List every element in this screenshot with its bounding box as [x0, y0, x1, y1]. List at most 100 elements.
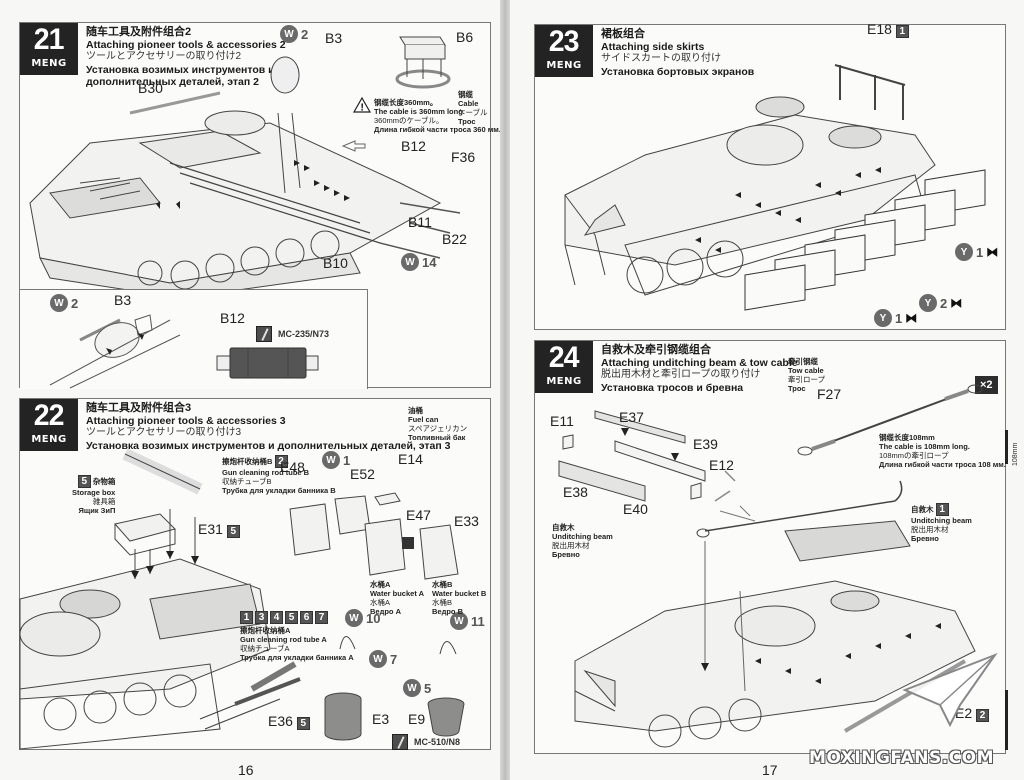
- title-jp: サイドスカートの取り付け: [601, 53, 721, 64]
- step-21-inset: W 2 B3 B12 MC-235/N73: [20, 289, 368, 389]
- wire-count: 5: [424, 680, 432, 696]
- unditching-beam-parts-drawing: [558, 410, 706, 502]
- wire-count: 10: [366, 610, 381, 626]
- rod-tube-a-cn: 擦炮杆收纳桶A: [240, 626, 291, 635]
- glue-count: 2: [940, 295, 948, 311]
- title-en: Attaching unditching beam & tow cable: [601, 356, 798, 369]
- rod-tube-a-jp: 収納チューブA: [240, 644, 290, 653]
- title-cn: 随车工具及附件组合2: [86, 26, 192, 38]
- tank-drawing-step24: [574, 470, 976, 748]
- beam-en: Unditching beam: [911, 516, 972, 525]
- paint-reference: MC-510/N8: [392, 734, 460, 750]
- paint-brush-icon: [256, 326, 272, 342]
- bucket-b-cn: 水桶B: [432, 580, 453, 589]
- step-21-title: 随车工具及附件组合2 Attaching pioneer tools & acc…: [86, 26, 286, 89]
- wire-icon: W: [345, 609, 363, 627]
- e31-text: E31: [198, 521, 223, 537]
- cut-icon: ⧓: [950, 296, 963, 310]
- meng-logo: MENG: [546, 60, 582, 71]
- step-23-title: 裙板组合 Attaching side skirts サイドスカートの取り付け …: [601, 28, 754, 78]
- glue-count: 1: [895, 310, 903, 326]
- cut-icon: ⧓: [986, 245, 999, 259]
- wire-badge-w1: W 1: [322, 451, 350, 469]
- step-24-badge: 24 MENG: [535, 341, 593, 393]
- step-number: 23: [549, 25, 580, 58]
- rod-tube-a-en: Gun cleaning rod tube A: [240, 635, 327, 644]
- warning-cn: 钢缆长度360mm。: [374, 98, 438, 107]
- paint-reference: MC-235/N73: [256, 326, 329, 342]
- part-label-e31: E31 5: [198, 521, 240, 538]
- tow-cable-drawing: [797, 384, 983, 456]
- cable-length-ruler-bottom: [1005, 690, 1008, 750]
- meng-logo: MENG: [546, 376, 582, 387]
- storage-box-jp: 雑具箱: [92, 497, 116, 506]
- part-label-b30: B30: [138, 80, 163, 96]
- fuel-can-note: 油桶 Fuel can スペアジェリカン Топливный бак: [408, 406, 467, 442]
- wire-badge-w7: W 7: [369, 650, 397, 668]
- bucket-b-ru: Ведро B: [432, 607, 464, 616]
- meng-logo: MENG: [31, 58, 67, 69]
- title-ru-2: дополнительных деталей, этап 2: [86, 76, 259, 88]
- title-en: Attaching pioneer tools & accessories 2: [86, 38, 286, 51]
- glue-icon: Y: [874, 309, 892, 327]
- bucket-b-note: 水桶B Water bucket B 水桶B Ведро B: [432, 580, 486, 616]
- title-ru: Установка возимых инструментов и дополни…: [86, 439, 451, 452]
- part-label-f27: F27: [817, 386, 842, 402]
- wire-count: 2: [301, 26, 309, 42]
- part-label-b6: B6: [456, 29, 474, 45]
- wire-icon: W: [50, 294, 68, 312]
- part-label-b12: B12: [401, 138, 426, 154]
- wire-badge-w14: W 14: [401, 253, 436, 271]
- part-label-e14: E14: [398, 451, 423, 467]
- b12-roll-drawing: [216, 347, 319, 379]
- glue-icon: Y: [955, 243, 973, 261]
- wire-icon: W: [450, 612, 468, 630]
- step-23-badge: 23 MENG: [535, 25, 593, 77]
- part-label-e18: E18 1: [867, 21, 909, 38]
- page-17: 23 MENG 裙板组合 Attaching side skirts サイドスカ…: [510, 0, 1024, 780]
- wire-count: 7: [390, 651, 398, 667]
- warning-jp: 360mmのケーブル。: [374, 116, 444, 125]
- beam-jp: 脱出用木材: [552, 541, 590, 550]
- fuel-can-en: Fuel can: [408, 415, 439, 424]
- tow-cable-length-note: 钢缆长度108mm The cable is 108mm long. 108mm…: [879, 433, 1006, 469]
- fuel-can-jp: スペアジェリカン: [408, 424, 468, 433]
- step-ref: 1: [240, 611, 253, 624]
- part-label-b12-inset: B12: [220, 310, 245, 326]
- wire-icon: W: [322, 451, 340, 469]
- tow-cable-cn: 牵引钢缆: [788, 357, 818, 366]
- step-22-title: 随车工具及附件组合3 Attaching pioneer tools & acc…: [86, 402, 451, 452]
- wire-badge-w2: W 2: [280, 25, 308, 43]
- warning-icon: !: [352, 96, 372, 114]
- warning-en: The cable is 360mm long.: [374, 107, 465, 116]
- beam-en: Unditching beam: [552, 532, 613, 541]
- part-label-e40: E40: [623, 501, 648, 517]
- title-cn: 自救木及牵引钢缆组合: [601, 344, 711, 356]
- inset-hatch-drawing: [49, 314, 181, 389]
- cable-note: 钢缆 Cable ケーブル Трос: [458, 90, 488, 126]
- paper-plane-logo-icon: [902, 652, 998, 728]
- part-label-b3: B3: [325, 30, 343, 46]
- step-ref-1: 1: [935, 503, 949, 516]
- rod-tube-b-jp: 収納チューブB: [222, 477, 272, 486]
- bucket-a-note: 水桶A Water bucket A 水桶A Ведро A: [370, 580, 424, 616]
- title-en: Attaching pioneer tools & accessories 3: [86, 414, 286, 427]
- part-label-b22: B22: [442, 231, 467, 247]
- step-ref-2: 2: [274, 455, 288, 468]
- part-label-f36: F36: [451, 149, 476, 165]
- rod-tube-b-note: 擦炮杆收纳桶B 2 Gun cleaning rod tube B 収納チューブ…: [222, 455, 336, 495]
- tow-cable-en: Tow cable: [788, 366, 824, 375]
- wire-icon: W: [369, 650, 387, 668]
- beam-ru: Бревно: [911, 534, 939, 543]
- part-label-e39: E39: [693, 436, 718, 452]
- title-ru: Установка тросов и бревна: [601, 381, 744, 394]
- beam-cn: 自救木: [552, 523, 575, 532]
- step-23-panel: 23 MENG 裙板组合 Attaching side skirts サイドスカ…: [534, 21, 1006, 330]
- part-label-e33: E33: [454, 513, 479, 529]
- step-21-badge: 21 MENG: [20, 23, 78, 75]
- warning-ru: Длина гибкой части троса 360 мм.: [374, 125, 501, 134]
- glue-badge-y1-top: Y 1 ⧓: [955, 243, 998, 261]
- part-label-e2: E2 2: [955, 705, 990, 722]
- step-24-title: 自救木及牵引钢缆组合 Attaching unditching beam & t…: [601, 344, 798, 394]
- part-label-e3: E3: [372, 711, 390, 727]
